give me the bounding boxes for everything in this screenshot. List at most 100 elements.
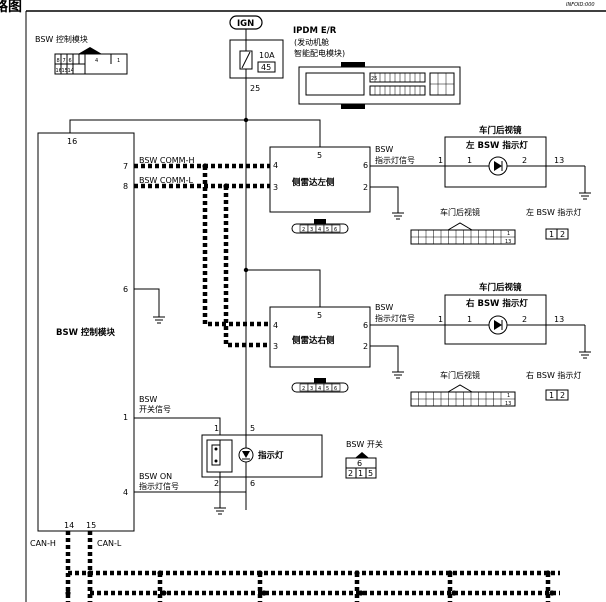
can-l-splice xyxy=(65,590,71,596)
svg-text:15: 15 xyxy=(86,521,96,530)
right-indicator-connector-title: 右 BSW 指示灯 xyxy=(526,370,581,380)
can-l-label: CAN-L xyxy=(97,539,122,548)
svg-text:7: 7 xyxy=(123,162,128,171)
svg-text:14: 14 xyxy=(68,68,74,74)
svg-text:2: 2 xyxy=(522,156,527,165)
fuse-number: 45 xyxy=(261,63,271,72)
bsw-module-connector-latch xyxy=(78,47,102,54)
svg-text:6: 6 xyxy=(363,321,368,330)
comm-l-label: BSW COMM-L xyxy=(139,176,193,185)
svg-text:1: 1 xyxy=(438,156,443,165)
mirror-left-title: 车门后视镜 xyxy=(479,125,522,136)
mirror-right-title: 车门后视镜 xyxy=(479,282,522,293)
svg-text:15: 15 xyxy=(62,68,68,74)
mirror-right: 车门后视镜 右 BSW 指示灯 1 1 2 13 车门后视镜 1 13 右 BS… xyxy=(370,282,591,407)
svg-text:2: 2 xyxy=(560,230,565,239)
radar-connector-pin-label: 4 xyxy=(318,386,321,392)
svg-text:3: 3 xyxy=(273,183,278,192)
svg-text:4: 4 xyxy=(123,488,128,497)
ipdm-subtitle-2: 智能配电模块) xyxy=(294,48,345,58)
radar-connector-pin-label: 2 xyxy=(302,227,305,233)
svg-text:16: 16 xyxy=(56,68,62,74)
on-signal-label-1: BSW ON xyxy=(139,472,172,481)
bsw-module-title: BSW 控制模块 xyxy=(56,327,115,338)
svg-text:1: 1 xyxy=(507,231,510,237)
switch-indicator-label: 指示灯 xyxy=(258,450,284,461)
svg-text:13: 13 xyxy=(554,315,564,324)
svg-text:1: 1 xyxy=(467,156,472,165)
left-indicator-connector-title: 左 BSW 指示灯 xyxy=(526,207,581,217)
svg-text:14: 14 xyxy=(64,521,74,530)
diagram-title-fragment: 路图 xyxy=(0,0,22,15)
module-ground-wire xyxy=(134,288,160,317)
radar-connector-pin-label: 4 xyxy=(318,227,321,233)
radar-connector-pin-label: 6 xyxy=(334,386,337,392)
svg-text:1: 1 xyxy=(214,424,219,433)
svg-text:1: 1 xyxy=(117,58,120,64)
mirror-left-indicator: 左 BSW 指示灯 xyxy=(465,140,528,151)
radar-connector-pin-label: 5 xyxy=(326,227,329,233)
can-l-splice xyxy=(161,590,167,596)
mirror-right-connector-title: 车门后视镜 xyxy=(440,370,480,380)
svg-text:1: 1 xyxy=(507,393,510,399)
bsw-module-connector-title: BSW 控制模块 xyxy=(35,34,88,44)
power-wire-right-radar xyxy=(246,269,321,307)
svg-text:2: 2 xyxy=(363,183,368,192)
radar-right-label: 侧雷达右侧 xyxy=(291,335,335,346)
svg-text:6: 6 xyxy=(357,459,362,468)
fuse-rating: 10A xyxy=(259,51,275,60)
radar-connector-pin-label: 3 xyxy=(310,386,313,392)
svg-text:2: 2 xyxy=(214,479,219,488)
svg-text:8: 8 xyxy=(123,182,128,191)
svg-text:2: 2 xyxy=(348,469,353,478)
radar-right-body xyxy=(269,306,371,368)
svg-text:2: 2 xyxy=(363,342,368,351)
bsw-module-connector: BSW 控制模块 8 7 6 4 1 16 15 14 xyxy=(35,34,128,75)
svg-text:5: 5 xyxy=(250,424,255,433)
mirror-left: 车门后视镜 左 BSW 指示灯 1 1 2 13 车门后视镜 1 13 左 BS… xyxy=(370,125,591,245)
mirror-right-indicator: 右 BSW 指示灯 xyxy=(465,298,528,309)
comm-bus: BSW COMM-H BSW COMM-L xyxy=(134,156,270,348)
svg-text:2: 2 xyxy=(560,391,565,400)
svg-text:6: 6 xyxy=(69,58,72,64)
svg-text:4: 4 xyxy=(273,161,278,170)
ipdm-er: IPDM E/R (发动机舱 智能配电模块) 25 xyxy=(293,26,461,109)
svg-text:5: 5 xyxy=(317,151,322,160)
svg-text:BSW: BSW xyxy=(375,145,393,154)
can-l-splice xyxy=(549,590,555,596)
svg-text:13: 13 xyxy=(505,401,511,407)
radar-connector-pin-label: 6 xyxy=(334,227,337,233)
svg-text:1: 1 xyxy=(467,315,472,324)
svg-text:7: 7 xyxy=(63,58,66,64)
can-h-label: CAN-H xyxy=(30,539,56,548)
svg-text:1: 1 xyxy=(549,391,554,400)
svg-text:1: 1 xyxy=(123,413,128,422)
svg-text:BSW: BSW xyxy=(375,303,393,312)
can-l-splice xyxy=(451,590,457,596)
mirror-left-connector-title: 车门后视镜 xyxy=(440,207,480,217)
radar-connector-pin-label: 5 xyxy=(326,386,329,392)
svg-text:3: 3 xyxy=(273,342,278,351)
bsw-control-module: BSW 控制模块 16 7 8 6 1 4 14 15 xyxy=(37,132,135,532)
on-signal-label-2: 指示灯信号 xyxy=(139,481,179,491)
svg-text:4: 4 xyxy=(273,321,278,330)
comm-h-label: BSW COMM-H xyxy=(139,156,194,165)
can-l-splice xyxy=(261,590,267,596)
ipdm-title: IPDM E/R xyxy=(293,26,337,36)
svg-text:8: 8 xyxy=(57,58,60,64)
radar-connector-pin xyxy=(331,224,341,233)
svg-text:6: 6 xyxy=(250,479,255,488)
info-id: INFOID:000 xyxy=(566,2,595,8)
bsw-module-body xyxy=(37,132,135,532)
svg-text:5: 5 xyxy=(317,311,322,320)
switch-connector-title: BSW 开关 xyxy=(346,439,383,449)
svg-text:6: 6 xyxy=(123,285,128,294)
switch-signal-label-2: 开关信号 xyxy=(139,404,171,414)
svg-text:1: 1 xyxy=(358,469,363,478)
ign-label: IGN xyxy=(237,19,254,29)
radar-connector-pin xyxy=(331,383,341,392)
can-l-splice xyxy=(358,590,364,596)
